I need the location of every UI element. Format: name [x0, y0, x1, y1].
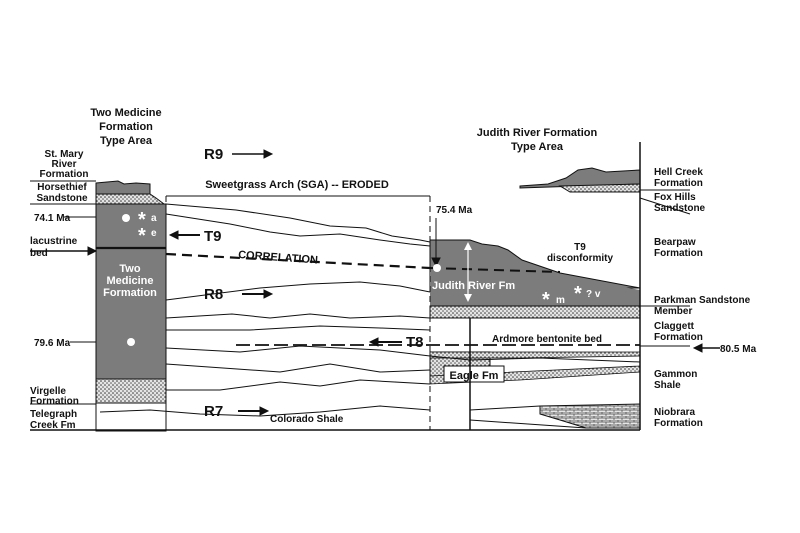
svg-text:Formation: Formation	[654, 332, 703, 343]
sample-dots	[122, 214, 441, 346]
svg-text:Telegraph: Telegraph	[30, 409, 77, 420]
mark-e: e	[151, 228, 157, 239]
dot-79-6	[127, 338, 135, 346]
svg-text:Judith River Formation: Judith River Formation	[477, 127, 598, 139]
svg-text:74.1 Ma: 74.1 Ma	[34, 213, 71, 224]
svg-text:Two Medicine: Two Medicine	[90, 107, 161, 119]
center-labels: 75.4 Ma Judith River Fm T9 disconformity…	[238, 205, 614, 425]
svg-text:79.6 Ma: 79.6 Ma	[34, 338, 71, 349]
svg-text:disconformity: disconformity	[547, 253, 614, 264]
svg-text:Fox Hills: Fox Hills	[654, 192, 696, 203]
svg-text:Hell Creek: Hell Creek	[654, 167, 703, 178]
interfingering-tongues	[99, 203, 641, 429]
svg-text:Sandstone: Sandstone	[654, 203, 706, 214]
svg-text:Horsethief: Horsethief	[37, 182, 87, 193]
svg-text:Formation: Formation	[654, 418, 703, 429]
svg-text:Judith River Fm: Judith River Fm	[432, 280, 515, 292]
left-labels: St. Mary River Formation Horsethief Sand…	[30, 149, 157, 431]
judith-river-column	[429, 142, 641, 430]
eagle-label-box	[443, 365, 505, 383]
svg-text:R8: R8	[204, 286, 223, 303]
asterisk-m: *	[542, 289, 550, 311]
arrows	[30, 149, 720, 416]
svg-text:Sandstone: Sandstone	[36, 193, 88, 204]
horsethief-sandstone-unit	[95, 193, 166, 205]
svg-text:80.5 Ma: 80.5 Ma	[720, 344, 757, 355]
svg-text:River: River	[51, 159, 76, 170]
svg-text:Formation: Formation	[654, 248, 703, 259]
svg-text:Ardmore bentonite bed: Ardmore bentonite bed	[492, 334, 602, 345]
svg-text:Member: Member	[654, 306, 692, 317]
svg-text:75.4 Ma: 75.4 Ma	[436, 205, 473, 216]
mark-a: a	[151, 213, 157, 224]
svg-text:CORRELATION: CORRELATION	[238, 249, 319, 267]
niobrara-unit	[539, 403, 641, 429]
right-leaders	[639, 189, 691, 347]
left-leaders	[30, 180, 96, 431]
svg-text:Niobrara: Niobrara	[654, 407, 696, 418]
svg-text:Virgelle: Virgelle	[30, 386, 66, 397]
upper-two-medicine-unit	[95, 203, 167, 249]
asterisk-e: *	[138, 225, 146, 247]
frame	[30, 195, 640, 431]
svg-text:Colorado Shale: Colorado Shale	[270, 414, 344, 425]
svg-text:R9: R9	[204, 146, 223, 163]
svg-text:Formation: Formation	[103, 287, 157, 299]
right-heading: Judith River Formation Type Area	[477, 127, 598, 153]
cycle-labels: R9 T9 R8 T8 R7	[204, 146, 424, 420]
virgelle-unit	[95, 378, 167, 404]
svg-text:Claggett: Claggett	[654, 321, 695, 332]
asterisk-marks: * * * * a e m ? v	[138, 209, 601, 311]
right-labels: Hell Creek Formation Fox Hills Sandstone…	[654, 167, 757, 429]
st-mary-river-unit	[95, 180, 151, 195]
two-medicine-column	[95, 180, 167, 432]
svg-text:Type Area: Type Area	[511, 141, 564, 153]
parkman-sandstone-unit	[429, 305, 641, 319]
svg-text:T9: T9	[204, 228, 222, 245]
asterisk-a: *	[138, 209, 146, 231]
svg-text:Gammon: Gammon	[654, 369, 697, 380]
svg-text:Formation: Formation	[40, 169, 89, 180]
mark-m: m	[556, 295, 565, 306]
svg-text:T8: T8	[406, 334, 424, 351]
arch-label: Sweetgrass Arch (SGA) -- ERODED	[205, 179, 389, 191]
svg-text:T9: T9	[574, 242, 586, 253]
svg-text:Medicine: Medicine	[106, 275, 153, 287]
left-heading: Two Medicine Formation Type Area	[90, 107, 161, 147]
svg-text:bed: bed	[30, 248, 48, 259]
svg-text:Formation: Formation	[30, 396, 79, 407]
svg-text:Bearpaw: Bearpaw	[654, 237, 696, 248]
dot-74-1	[122, 214, 130, 222]
asterisk-v: *	[574, 283, 582, 305]
mark-v: ? v	[586, 289, 601, 300]
telegraph-creek-unit	[95, 402, 167, 432]
fox-hills-unit	[558, 183, 641, 193]
svg-text:lacustrine: lacustrine	[30, 236, 78, 247]
svg-text:Formation: Formation	[654, 178, 703, 189]
svg-text:Two: Two	[119, 263, 140, 275]
svg-text:Parkman Sandstone: Parkman Sandstone	[654, 295, 751, 306]
svg-text:Eagle Fm: Eagle Fm	[450, 370, 499, 382]
svg-text:Creek Fm: Creek Fm	[30, 420, 76, 431]
svg-text:Type Area: Type Area	[100, 135, 153, 147]
svg-text:Shale: Shale	[654, 380, 681, 391]
svg-text:Formation: Formation	[99, 121, 153, 133]
dot-75-4	[433, 264, 441, 272]
bearpaw-wedge	[430, 268, 640, 306]
svg-text:R7: R7	[204, 403, 223, 420]
svg-text:St. Mary: St. Mary	[45, 149, 84, 160]
